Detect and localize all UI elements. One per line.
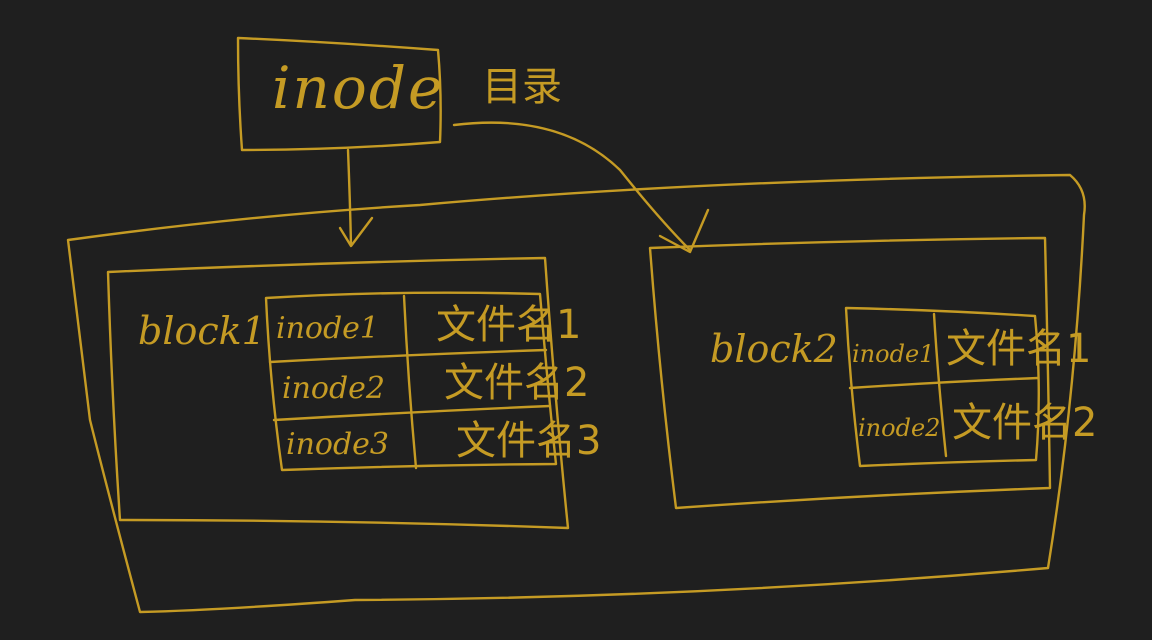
- block2-row2-name: 文件名2: [952, 400, 1097, 446]
- arrow-to-block1-line: [346, 148, 353, 247]
- block2-label: block2: [710, 327, 838, 371]
- block2-row-divider: [848, 376, 1040, 390]
- top-inode-label: inode: [272, 54, 444, 122]
- block1-box: [106, 256, 570, 530]
- arrow-to-block1: [338, 148, 374, 248]
- block1-row1-name: 文件名1: [436, 302, 581, 348]
- block1-row-divider-1: [268, 348, 548, 364]
- block1-row2-inode: inode2: [282, 371, 385, 406]
- block2-node: block2 inode1 文件名1 inode2 文件名2: [648, 236, 1097, 510]
- block1-row3-name: 文件名3: [456, 418, 601, 464]
- block1-label: block1: [138, 309, 266, 353]
- top-inode-box: [236, 36, 442, 152]
- arrow-to-block1-head: [338, 216, 374, 248]
- block1-row2-name: 文件名2: [444, 360, 589, 406]
- block1-table-frame: [264, 291, 558, 472]
- block2-row2-inode: inode2: [858, 414, 940, 442]
- block1-node: block1 inode1 文件名1 inode2 文件名2 inode3 文件…: [106, 256, 601, 530]
- block2-table-frame: [844, 306, 1040, 468]
- top-inode-node: inode: [236, 36, 444, 152]
- arrow-to-block2: [452, 121, 710, 254]
- block2-row1-name: 文件名1: [946, 326, 1091, 372]
- block2-box: [648, 236, 1052, 510]
- block1-row1-inode: inode1: [276, 311, 379, 346]
- arrow-to-block2-line: [452, 121, 692, 252]
- outer-container: [66, 173, 1086, 614]
- block2-column-divider: [932, 312, 948, 458]
- block1-column-divider: [402, 294, 418, 470]
- directory-note: 目录: [482, 64, 562, 110]
- block1-row3-inode: inode3: [286, 427, 389, 462]
- block2-row1-inode: inode1: [852, 340, 934, 368]
- arrow-to-block2-head: [658, 208, 710, 254]
